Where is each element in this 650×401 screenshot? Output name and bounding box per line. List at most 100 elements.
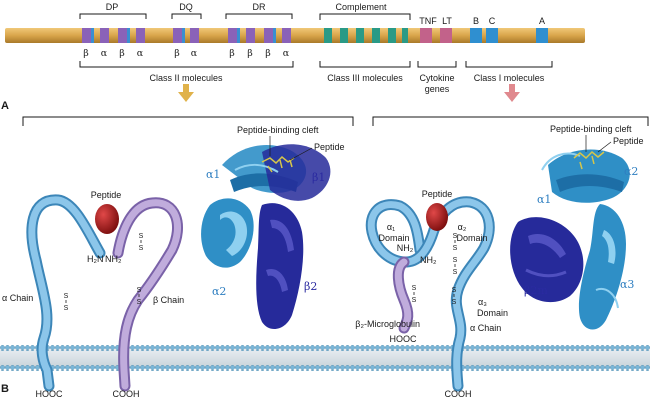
gene-letter: α bbox=[283, 48, 290, 59]
class1-arrow bbox=[504, 84, 520, 102]
class1-nh2-label-2: NH₂ bbox=[420, 255, 437, 265]
gene-letter: α bbox=[191, 48, 198, 59]
gene-block bbox=[173, 28, 182, 43]
group-label-class2: Class II molecules bbox=[149, 73, 223, 83]
class2-disulfide-bonds: SS SS SS bbox=[64, 233, 144, 312]
gene-letter: β bbox=[229, 48, 235, 59]
bottom-brackets bbox=[79, 61, 553, 68]
class1-alpha2-domain-label: Domain bbox=[456, 233, 487, 243]
panel-b-brackets bbox=[22, 116, 649, 126]
svg-text:S: S bbox=[453, 245, 458, 252]
class1-molecule: SS SS SS SS Peptide α₁ Domain α₂ Domain … bbox=[355, 189, 508, 399]
class1-ribbon-structure bbox=[510, 149, 630, 330]
class1-b2m-ribbon-label: β2m bbox=[524, 284, 548, 297]
class2-gene-stripes bbox=[91, 28, 276, 43]
panel-label-a: A bbox=[1, 100, 9, 112]
class1-alpha3-domain-label: Domain bbox=[477, 308, 508, 318]
group-label-class3: Class III molecules bbox=[327, 73, 403, 83]
gene-letter: β bbox=[247, 48, 253, 59]
gene-block bbox=[264, 28, 273, 43]
class1-genes bbox=[470, 28, 548, 43]
class2-beta-chain-label: β Chain bbox=[153, 295, 184, 305]
class1-alpha1-label: α₁ bbox=[387, 222, 395, 232]
gene-block bbox=[190, 28, 199, 43]
svg-text:S: S bbox=[453, 257, 458, 264]
gene-block bbox=[100, 28, 109, 43]
panel-label-b: B bbox=[1, 383, 9, 395]
class2-cleft-peptide-label: Peptide bbox=[314, 142, 345, 152]
gene-letter: β bbox=[83, 48, 89, 59]
group-labels: Class II molecules Class III molecules C… bbox=[149, 73, 544, 94]
class2-alpha-chain-label: α Chain bbox=[2, 293, 33, 303]
svg-text:S: S bbox=[453, 269, 458, 276]
region-label-tnf: TNF bbox=[419, 16, 437, 26]
region-label-lt: LT bbox=[442, 16, 452, 26]
gene-block bbox=[118, 28, 127, 43]
class2-arrow bbox=[178, 84, 194, 102]
class2-peptide bbox=[95, 204, 119, 234]
cytokine-genes bbox=[420, 28, 452, 43]
class2-a2-label: α2 bbox=[212, 285, 226, 298]
class2-hooc-label: HOOC bbox=[36, 389, 64, 399]
gene-letter: α bbox=[137, 48, 144, 59]
class2-ribbon-structure bbox=[201, 144, 331, 330]
svg-text:S: S bbox=[137, 287, 142, 294]
class2-b2-label: β2 bbox=[304, 280, 317, 293]
svg-text:S: S bbox=[139, 245, 144, 252]
gene-block bbox=[228, 28, 237, 43]
gene-letter: α bbox=[101, 48, 108, 59]
class1-a1-label: α1 bbox=[537, 193, 551, 206]
class2-b1-label: β1 bbox=[312, 171, 325, 184]
svg-text:S: S bbox=[64, 293, 69, 300]
class2-genes bbox=[82, 28, 291, 43]
cell-membrane bbox=[0, 345, 650, 371]
class1-a3-label: α3 bbox=[620, 278, 634, 291]
class1-ribbon-labels: Peptide-binding cleft Peptide α2 α1 β2m … bbox=[524, 124, 644, 297]
class1-peptide-label: Peptide bbox=[422, 189, 453, 199]
class1-cleft-peptide-label: Peptide bbox=[613, 136, 644, 146]
region-labels: DP DQ DR Complement TNF LT B C A bbox=[106, 2, 545, 26]
gene-block bbox=[82, 28, 91, 43]
svg-text:S: S bbox=[412, 285, 417, 292]
gene-block bbox=[282, 28, 291, 43]
class2-nh2-label: NH₂ bbox=[105, 254, 122, 264]
region-label-c: C bbox=[489, 16, 496, 26]
panel-a: DP DQ DR Complement TNF LT B C A β α β α… bbox=[1, 2, 649, 126]
class2-molecule: SS SS SS Peptide H₂N NH₂ α Chain β Chain… bbox=[2, 190, 184, 399]
class1-alpha3-label: α₃ bbox=[478, 297, 487, 307]
class1-hooc-label: HOOC bbox=[390, 334, 418, 344]
gene-block bbox=[246, 28, 255, 43]
svg-text:S: S bbox=[139, 233, 144, 240]
group-label-class1: Class I molecules bbox=[474, 73, 545, 83]
class1-cooh-label: COOH bbox=[445, 389, 472, 399]
class2-h2n-label: H₂N bbox=[87, 254, 104, 264]
class1-disulfide-bonds: SS SS SS SS bbox=[412, 233, 458, 306]
svg-text:S: S bbox=[452, 299, 457, 306]
gene-letter: β bbox=[265, 48, 271, 59]
class1-cleft-label: Peptide-binding cleft bbox=[550, 124, 632, 134]
region-label-a: A bbox=[539, 16, 545, 26]
class2-cleft-label: Peptide-binding cleft bbox=[237, 125, 319, 135]
region-label-complement: Complement bbox=[335, 2, 387, 12]
svg-text:S: S bbox=[137, 299, 142, 306]
region-label-dq: DQ bbox=[179, 2, 193, 12]
group-label-cytokine: Cytokine bbox=[419, 73, 454, 83]
svg-text:S: S bbox=[453, 233, 458, 240]
region-label-dp: DP bbox=[106, 2, 119, 12]
gene-letters: β α β α β α β β β α bbox=[83, 48, 290, 59]
class2-peptide-label: Peptide bbox=[91, 190, 122, 200]
class1-nh2-label-1: NH₂ bbox=[397, 243, 414, 253]
class1-alpha-chain-label: α Chain bbox=[470, 323, 501, 333]
class1-b2m-label: β₂-Microglobulin bbox=[355, 319, 420, 329]
complement-genes bbox=[324, 28, 408, 43]
class1-a2-label: α2 bbox=[624, 165, 638, 178]
gene-block bbox=[136, 28, 145, 43]
top-brackets bbox=[79, 13, 411, 20]
region-label-dr: DR bbox=[253, 2, 266, 12]
class1-alpha2-label: α₂ bbox=[458, 222, 467, 232]
class2-cooh-label: COOH bbox=[113, 389, 140, 399]
group-label-genes: genes bbox=[425, 84, 450, 94]
class2-cleft-peptide bbox=[261, 155, 295, 173]
class1-cleft-peptide bbox=[573, 150, 605, 170]
